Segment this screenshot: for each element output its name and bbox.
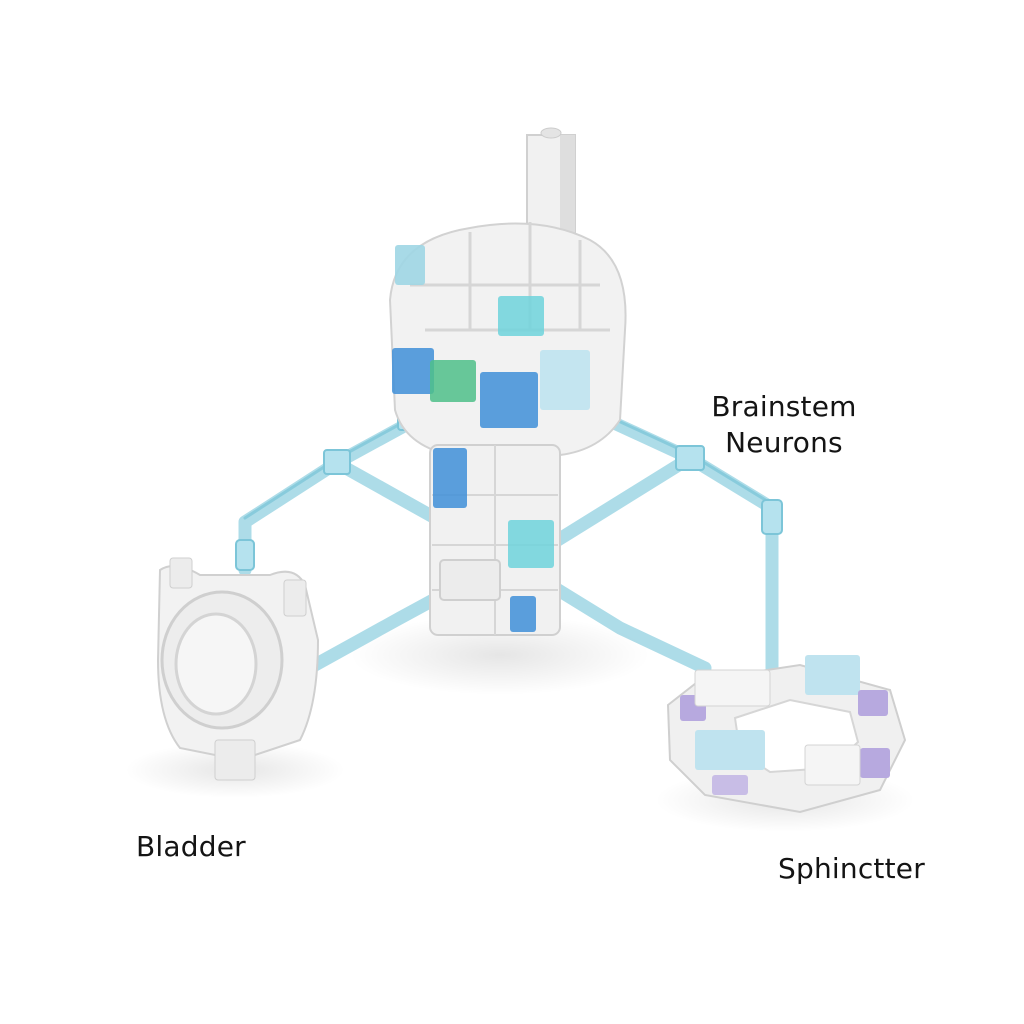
brick-blue-left <box>392 348 434 394</box>
lego-bladder-icon <box>156 557 320 781</box>
brick-blue-spine-low <box>510 596 536 632</box>
tube-brain-to-sphincter-upper <box>568 398 779 675</box>
sphincter-brick-lavender-3 <box>860 748 890 778</box>
joint-sphincter-top <box>761 499 783 535</box>
brick-cyan-left <box>395 245 425 285</box>
joint-left-upper <box>323 449 351 475</box>
brainstem-label-line2: Neurons <box>725 426 843 459</box>
brick-cyan-spine <box>508 520 554 568</box>
sphincter-brick-pale-blue-1 <box>805 655 860 695</box>
brainstem-neurons-label: Brainstem Neurons <box>699 389 869 461</box>
joint-bladder-top <box>235 539 255 571</box>
sphincter-brick-white-1 <box>694 669 771 707</box>
brick-pale-right <box>540 350 590 410</box>
bladder-ear-left <box>169 557 193 589</box>
brick-blue-spine <box>433 448 467 508</box>
brainstem-top-stud <box>540 127 562 139</box>
brainstem-lower-ledge <box>439 559 501 601</box>
bladder-label: Bladder <box>136 830 246 863</box>
lego-sphincter-icon <box>666 655 907 814</box>
brainstem-label-line1: Brainstem <box>711 390 857 423</box>
bladder-base <box>214 739 256 781</box>
sphincter-label: Sphinctter <box>778 852 925 885</box>
bladder-disc-inner <box>174 612 258 716</box>
sphincter-brick-lavender-2 <box>858 690 888 716</box>
sphincter-brick-white-2 <box>804 744 861 786</box>
floor-shadow-center <box>350 615 650 695</box>
brainstem-spine-seams <box>432 445 558 635</box>
lego-brainstem-icon <box>388 127 627 636</box>
brick-cyan-top <box>498 296 544 336</box>
tube-cross-right <box>538 451 697 555</box>
sphincter-brick-lavender-4 <box>712 775 748 795</box>
brick-green <box>430 360 476 402</box>
sphincter-brick-pale-blue-2 <box>695 730 765 770</box>
tube-cross-left <box>328 455 442 525</box>
joint-right-upper <box>675 445 705 471</box>
bladder-ear-right <box>283 579 307 617</box>
tube-brain-to-sphincter-lower <box>548 581 712 675</box>
brick-blue-center <box>480 372 538 428</box>
